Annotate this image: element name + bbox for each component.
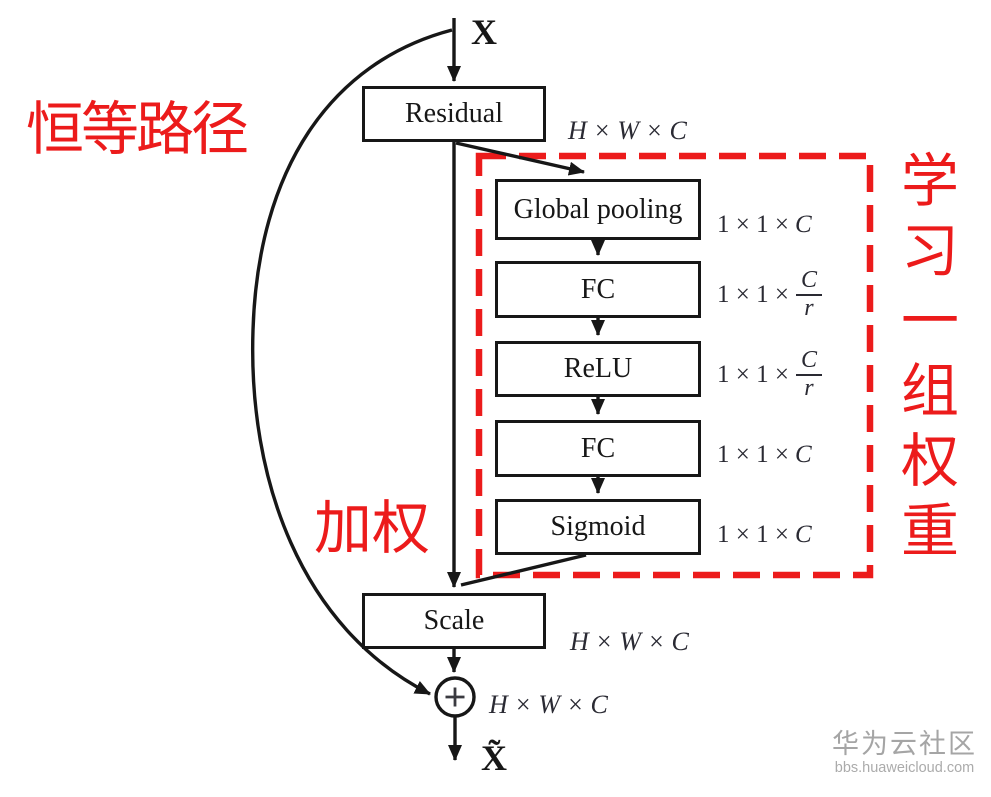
sigmoid-box: Sigmoid (495, 499, 701, 555)
fc1-dim-fraction: C r (795, 267, 822, 322)
global-pooling-dim-var: C (794, 211, 812, 238)
global-pooling-box: Global pooling (495, 179, 701, 240)
fc2-dim-pre: 1 × 1 × (717, 441, 789, 468)
relu-dim: 1 × 1 × C r (717, 347, 822, 402)
global-pooling-dim-pre: 1 × 1 × (717, 211, 789, 238)
sigmoid-to-scale-line (460, 553, 587, 587)
scale-box: Scale (362, 593, 546, 649)
sigmoid-label: Sigmoid (550, 511, 646, 542)
output-tensor-label: X̃ (481, 738, 507, 778)
fc2-label: FC (580, 432, 616, 464)
fc2-dim-var: C (794, 441, 812, 468)
watermark-site-name: 华为云社区 (832, 729, 977, 759)
scale-output-dim: H × W × C (570, 627, 689, 656)
fc2-box: FC (495, 420, 701, 477)
fc1-box: FC (495, 261, 701, 318)
global-pooling-label: Global pooling (513, 193, 683, 225)
sigmoid-dim-pre: 1 × 1 × (717, 521, 789, 548)
residual-output-dim: H × W × C (568, 116, 687, 145)
watermark: 华为云社区 bbs.huaweicloud.com (832, 729, 977, 777)
sigmoid-dim: 1 × 1 ×C (717, 521, 812, 549)
relu-dim-denominator: r (804, 375, 814, 402)
fc1-label: FC (580, 273, 616, 305)
watermark-site-url: bbs.huaweicloud.com (834, 760, 975, 777)
relu-label: ReLU (563, 353, 633, 384)
sum-node circle-plus-icon (434, 676, 476, 718)
learned-weights-dashed-region (475, 152, 874, 579)
global-pooling-dim: 1 × 1 ×C (717, 211, 812, 239)
residual-to-pooling-arrow (455, 141, 585, 176)
scale-box-label: Scale (423, 605, 485, 636)
relu-dim-fraction: C r (795, 347, 822, 402)
annotation-weighting: 加权 (314, 496, 431, 561)
relu-dim-numerator: C (795, 347, 822, 377)
sum-output-dim: H × W × C (489, 690, 608, 719)
fc1-dim-numerator: C (795, 267, 822, 297)
relu-dim-pre: 1 × 1 × (717, 360, 789, 388)
residual-box-label: Residual (405, 98, 503, 129)
identity-path-curve (250, 28, 453, 696)
relu-box: ReLU (495, 341, 701, 397)
annotation-learn-weights: 学习一组权重 (892, 150, 957, 570)
sigmoid-dim-var: C (794, 521, 812, 548)
fc1-dim: 1 × 1 × C r (717, 267, 822, 322)
fc1-dim-pre: 1 × 1 × (717, 280, 789, 308)
residual-box: Residual (362, 86, 546, 142)
fc2-dim: 1 × 1 ×C (717, 441, 812, 469)
input-tensor-label: X (471, 12, 497, 52)
annotation-identity-path: 恒等路径 (26, 97, 249, 162)
fc1-dim-denominator: r (804, 295, 814, 322)
